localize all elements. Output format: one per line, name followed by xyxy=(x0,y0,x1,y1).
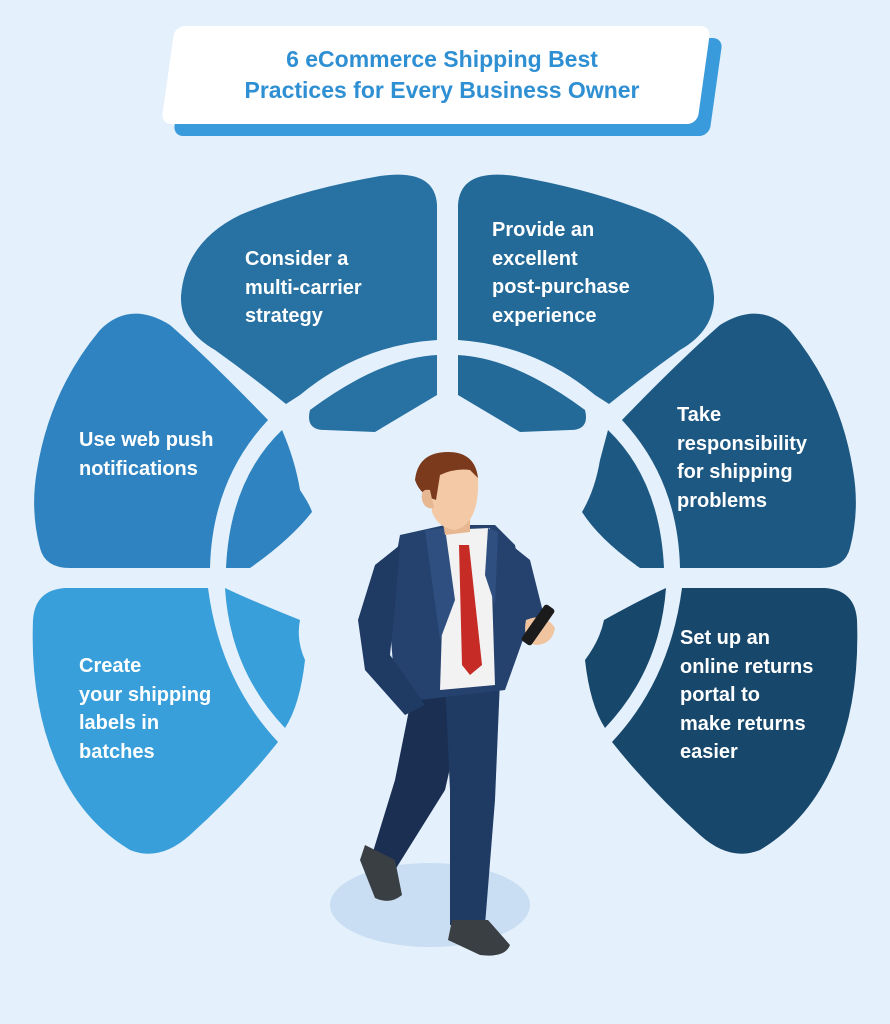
segment-responsibility xyxy=(582,313,856,568)
segment-post-purchase-shape xyxy=(458,174,715,404)
segment-returns-portal xyxy=(585,588,858,854)
segment-post-purchase xyxy=(458,174,715,432)
label-multi-carrier: Consider a multi-carrier strategy xyxy=(245,248,362,327)
segment-multi-carrier-inner xyxy=(309,355,437,432)
segment-shipping-labels xyxy=(32,588,305,854)
right-lapel xyxy=(485,528,498,605)
segment-responsibility-shape xyxy=(622,313,856,568)
left-leg xyxy=(372,680,470,870)
phone-icon xyxy=(521,604,555,646)
segment-web-push-inner xyxy=(226,430,312,568)
right-shoe xyxy=(448,920,510,956)
segment-multi-carrier xyxy=(180,174,437,432)
segment-post-purchase-inner xyxy=(458,355,586,432)
segment-web-push-shape xyxy=(34,313,268,568)
segment-shipping-labels-shape xyxy=(32,588,278,854)
hair xyxy=(415,452,478,500)
segment-returns-portal-shape xyxy=(612,588,858,854)
label-shipping-labels: Create your shipping labels in batches xyxy=(79,655,212,763)
businessman-illustration xyxy=(330,452,555,956)
segment-responsibility-inner xyxy=(582,430,664,568)
segment-multi-carrier-shape xyxy=(180,174,437,404)
right-arm xyxy=(500,540,545,640)
label-post-purchase: Provide an excellent post-purchase exper… xyxy=(492,219,630,327)
title-line-2: Practices for Every Business Owner xyxy=(244,77,640,103)
left-shoe xyxy=(360,845,402,901)
title-line-1: 6 eCommerce Shipping Best xyxy=(286,46,598,72)
left-lapel xyxy=(425,528,455,640)
label-responsibility: Take responsibility for shipping problem… xyxy=(677,404,808,512)
title-banner: 6 eCommerce Shipping Best Practices for … xyxy=(161,26,723,136)
tie xyxy=(459,545,482,675)
ear xyxy=(421,489,434,509)
right-leg xyxy=(445,680,500,925)
segment-shipping-labels-inner xyxy=(225,588,305,728)
page-title: 6 eCommerce Shipping Best Practices for … xyxy=(168,26,716,124)
label-returns-portal: Set up an online returns portal to make … xyxy=(680,627,814,763)
left-arm xyxy=(358,545,425,715)
segment-web-push xyxy=(34,313,312,568)
segment-returns-portal-inner xyxy=(585,588,666,728)
label-web-push: Use web push notifications xyxy=(79,429,214,480)
